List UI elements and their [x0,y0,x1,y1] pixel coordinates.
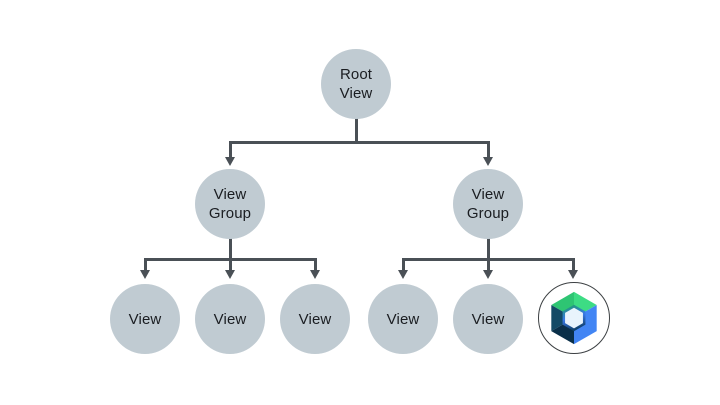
node-view-group-left: View Group [195,169,265,239]
jetpack-compose-icon [551,291,597,345]
node-view-label: View [128,310,162,328]
arrowhead-down-icon [139,270,150,279]
connector-drop [228,260,232,271]
node-view-label: View [471,310,505,328]
arrowhead-down-icon [224,270,235,279]
arrowhead-down-icon [482,270,493,279]
node-view-leaf-4: View [368,284,438,354]
node-view-label: View [213,310,247,328]
arrowhead-down-icon [309,270,320,279]
connector-level2-left-horizontal [143,258,317,261]
arrowhead-down-icon [482,157,493,166]
connector-level1-drop-left [228,143,232,158]
connector-drop [571,260,575,271]
connector-level2-right-horizontal [401,258,575,261]
node-view-leaf-5: View [453,284,523,354]
node-view-group-right: View Group [453,169,523,239]
node-view-group-label: View Group [208,186,252,222]
connector-level1-horizontal [228,141,490,144]
node-view-leaf-1: View [110,284,180,354]
arrowhead-down-icon [397,270,408,279]
connector-drop [313,260,317,271]
connector-level1-drop-right [486,143,490,158]
arrowhead-down-icon [224,157,235,166]
connector-drop [143,260,147,271]
connector-group-right-stem [486,238,490,261]
node-view-leaf-2: View [195,284,265,354]
node-root-view: Root View [321,49,391,119]
node-view-label: View [298,310,332,328]
node-view-group-label: View Group [466,186,510,222]
connector-group-left-stem [228,238,232,261]
arrowhead-down-icon [567,270,578,279]
connector-drop [486,260,490,271]
node-view-label: View [386,310,420,328]
node-jetpack-compose-leaf [538,282,610,354]
connector-drop [401,260,405,271]
node-root-view-label: Root View [339,66,373,102]
node-view-leaf-3: View [280,284,350,354]
connector-root-stem [354,117,358,144]
